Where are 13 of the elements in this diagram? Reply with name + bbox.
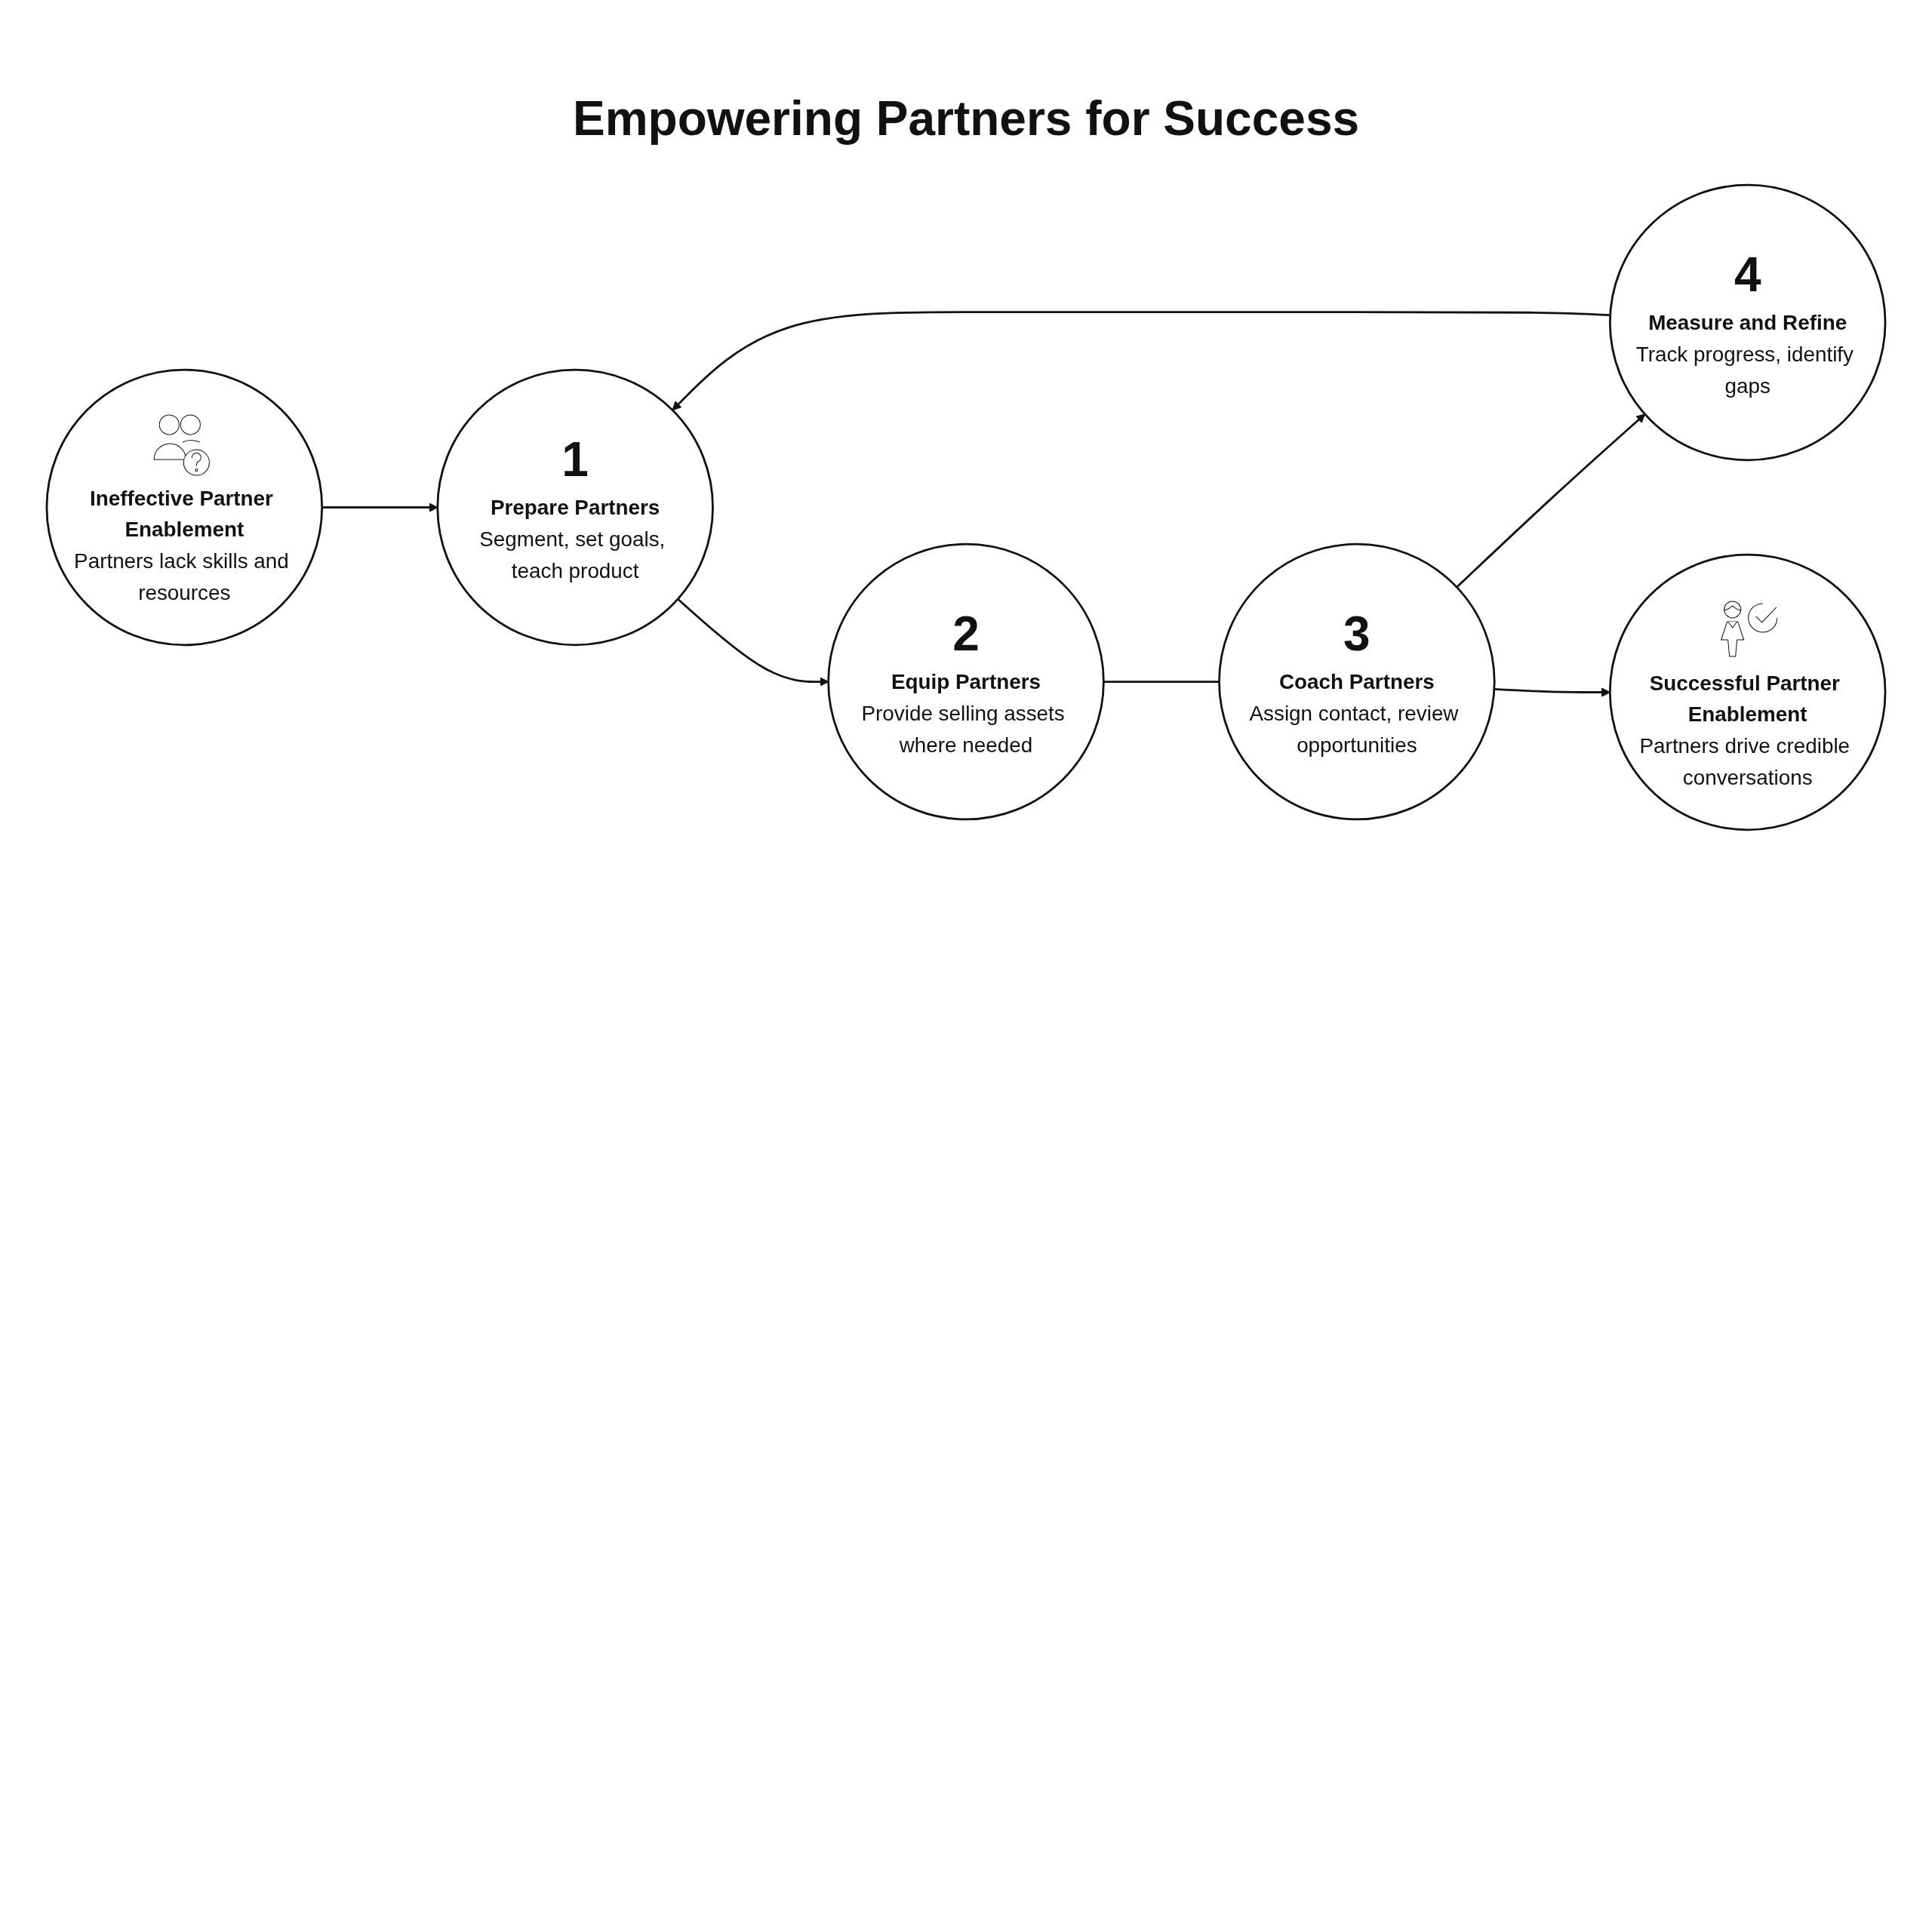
node-circle: Ineffective Partner Enablement Partners lack skills and resources — [45, 368, 324, 647]
diagram-title: Empowering Partners for Success — [571, 91, 1361, 146]
node-circle: Successful Partner Enablement Partners drive credible conversations — [1608, 553, 1887, 831]
node-circle: 2 Equip Partners Provide selling assets where needed — [827, 542, 1105, 821]
node-circle: 1 Prepare Partners Segment, set goals, teach product — [436, 368, 714, 647]
arrow — [677, 598, 829, 687]
node-circle: 3 Coach Partners Assign contact, review opportunities — [1218, 542, 1496, 821]
arrow — [1456, 413, 1646, 589]
arrow — [1494, 687, 1611, 697]
connector — [1103, 681, 1220, 683]
arrow — [321, 502, 438, 512]
node-circle: 4 Measure and Refine Track progress, identify gaps — [1608, 183, 1887, 462]
arrow — [672, 311, 1611, 411]
